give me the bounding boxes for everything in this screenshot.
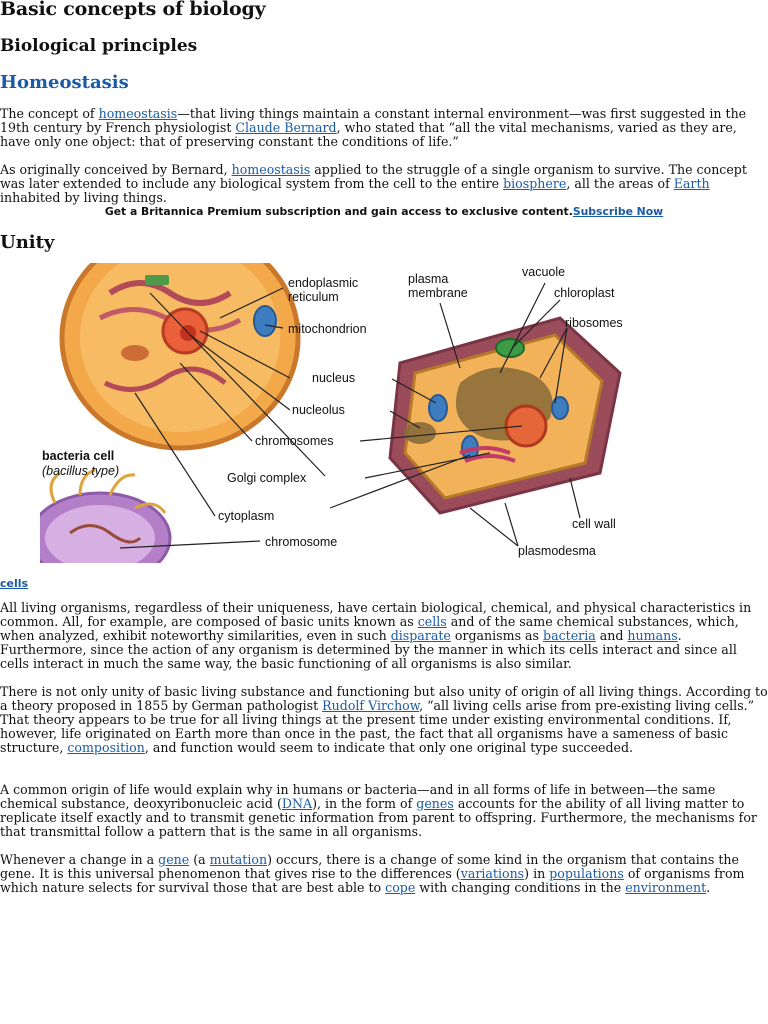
link-homeostasis[interactable]: homeostasis <box>231 162 311 177</box>
text: and of the same chemical substances, whi… <box>0 614 739 643</box>
text: —that living things maintain a constant … <box>0 106 747 135</box>
link-gene[interactable]: gene <box>158 852 190 867</box>
label-cell-wall: cell wall <box>572 517 616 531</box>
text: of organisms from which nature selects f… <box>0 866 745 895</box>
label-vacuole: vacuole <box>522 265 565 279</box>
label-chromosomes: chromosomes <box>255 434 334 448</box>
text: with changing conditions in the <box>415 880 626 895</box>
text: , “all living cells arise from pre-exist… <box>0 698 755 755</box>
label-nucleus: nucleus <box>312 371 355 385</box>
paragraph-homeostasis-1: The concept of homeostasis—that living t… <box>0 107 768 149</box>
text: organisms as <box>450 628 544 643</box>
text: , all the areas of <box>566 176 674 191</box>
text: ) in <box>524 866 550 881</box>
page-title: Basic concepts of biology <box>0 0 266 20</box>
label-chloroplast: chloroplast <box>554 286 615 300</box>
link-populations[interactable]: populations <box>549 866 624 881</box>
link-humans[interactable]: humans <box>627 628 678 643</box>
label-chromosome: chromosome <box>265 535 337 549</box>
bacteria-cell-illustration <box>40 468 172 563</box>
paragraph-unity-2: There is not only unity of basic living … <box>0 685 768 755</box>
label-plasmodesma: plasmodesma <box>518 544 596 558</box>
cell-diagram: endoplasmic reticulum mitochondrion nucl… <box>40 263 623 563</box>
link-composition[interactable]: composition <box>67 740 145 755</box>
text: As originally conceived by Bernard, <box>0 162 232 177</box>
text: (a <box>189 852 210 867</box>
text: and <box>595 628 628 643</box>
premium-promo: Get a Britannica Premium subscription an… <box>0 205 768 218</box>
text: inhabited by living things. <box>0 190 167 205</box>
text: applied to the struggle of a single orga… <box>0 162 747 191</box>
link-biosphere[interactable]: biosphere <box>503 176 567 191</box>
link-dna[interactable]: DNA <box>281 796 313 811</box>
paragraph-unity-1: All living organisms, regardless of thei… <box>0 601 768 671</box>
text: , and function would seem to indicate th… <box>144 740 634 755</box>
text: accounts for the ability of all living m… <box>0 796 757 839</box>
unity-heading: Unity <box>0 232 55 253</box>
link-cope[interactable]: cope <box>385 880 416 895</box>
link-homeostasis[interactable]: homeostasis <box>98 106 178 121</box>
label-golgi-complex: Golgi complex <box>227 471 307 485</box>
link-environment[interactable]: environment <box>625 880 707 895</box>
text: ) occurs, there is a change of some kind… <box>0 852 739 881</box>
link-genes[interactable]: genes <box>416 796 454 811</box>
subscribe-now-link[interactable]: Subscribe Now <box>572 205 664 218</box>
paragraph-unity-3: A common origin of life would explain wh… <box>0 783 768 839</box>
paragraph-unity-4: Whenever a change in a gene (a mutation)… <box>0 853 768 895</box>
figure-caption-cells-link[interactable]: cells <box>0 577 29 590</box>
text: Whenever a change in a <box>0 852 159 867</box>
label-mitochondrion: mitochondrion <box>288 322 367 336</box>
link-cells[interactable]: cells <box>417 614 447 629</box>
label-nucleolus: nucleolus <box>292 403 345 417</box>
label-plasma-membrane-2: membrane <box>408 286 468 300</box>
label-bacillus-type: (bacillus type) <box>42 464 119 478</box>
text: The concept of <box>0 106 99 121</box>
text: , who stated that “all the vital mechani… <box>0 120 737 149</box>
plant-cell-illustration <box>388 316 622 515</box>
label-plasma-membrane-1: plasma <box>408 272 448 286</box>
label-endoplasmic-reticulum-1: endoplasmic <box>288 276 358 290</box>
label-cytoplasm: cytoplasm <box>218 509 274 523</box>
label-bacteria-cell: bacteria cell <box>42 449 114 463</box>
text: All living organisms, regardless of thei… <box>0 600 752 629</box>
paragraph-homeostasis-2: As originally conceived by Bernard, home… <box>0 163 768 205</box>
text: ), in the form of <box>312 796 417 811</box>
label-ribosomes: ribosomes <box>565 316 623 330</box>
promo-text: Get a Britannica Premium subscription an… <box>104 205 573 218</box>
homeostasis-heading-link[interactable]: Homeostasis <box>0 72 129 93</box>
link-mutation[interactable]: mutation <box>209 852 268 867</box>
link-claude-bernard[interactable]: Claude Bernard <box>235 120 337 135</box>
leader-lines <box>119 282 581 549</box>
animal-cell-illustration <box>59 263 301 451</box>
link-rudolf-virchow[interactable]: Rudolf Virchow <box>322 698 420 713</box>
text: There is not only unity of basic living … <box>0 684 768 713</box>
link-variations[interactable]: variations <box>460 866 525 881</box>
link-disparate[interactable]: disparate <box>390 628 451 643</box>
label-endoplasmic-reticulum-2: reticulum <box>288 290 339 304</box>
text: . Furthermore, since the action of any o… <box>0 628 737 671</box>
link-earth[interactable]: Earth <box>673 176 710 191</box>
text: A common origin of life would explain wh… <box>0 782 716 811</box>
section-heading: Biological principles <box>0 36 198 56</box>
cell-diagram-figure: endoplasmic reticulum mitochondrion nucl… <box>40 263 690 563</box>
text: . <box>706 880 711 895</box>
link-bacteria[interactable]: bacteria <box>543 628 596 643</box>
